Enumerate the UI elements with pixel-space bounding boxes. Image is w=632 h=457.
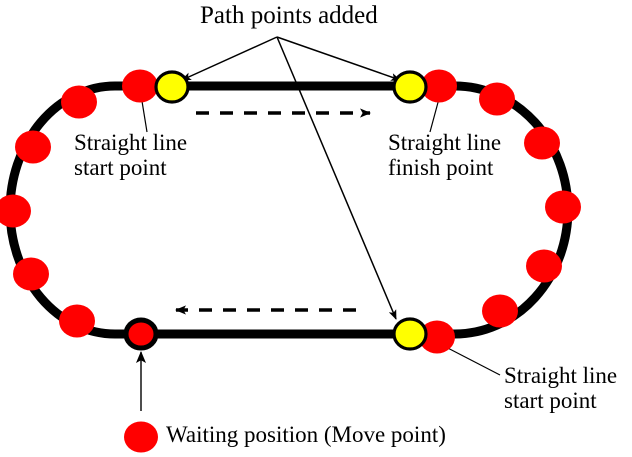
move-point-dot — [526, 249, 562, 283]
move-point-dot — [123, 317, 159, 351]
callout-to-top-left-path-point — [181, 36, 278, 81]
move-point-dot — [421, 69, 457, 103]
red-dot-icon — [124, 421, 158, 453]
move-point-dot — [122, 69, 158, 103]
track-path — [5, 81, 573, 339]
move-point-dot — [545, 190, 581, 224]
direction-arrow-group — [175, 108, 371, 315]
path-point-dot — [392, 317, 428, 351]
move-point-dot — [59, 304, 95, 338]
path-point-dot — [392, 70, 428, 104]
label-straight-line-start-point-top: Straight line start point — [74, 130, 188, 180]
move-point-dot — [61, 85, 97, 119]
move-point-dot — [419, 320, 455, 354]
move-point-dot — [13, 257, 49, 291]
legend-label: Waiting position (Move point) — [166, 422, 446, 447]
move-point-dot — [0, 194, 31, 228]
callout-to-bottom-right-path-point — [276, 36, 397, 320]
callout-arrow-group — [181, 36, 401, 320]
move-point-dot — [15, 130, 51, 164]
leader-bottom-right — [439, 343, 501, 376]
legend-marker — [124, 421, 158, 453]
callout-to-top-right-path-point — [276, 36, 401, 81]
move-point-dot — [482, 294, 518, 328]
path-point-group — [154, 70, 428, 351]
move-point-dot — [524, 126, 560, 160]
path-point-dot — [154, 70, 190, 104]
move-point-group — [0, 69, 581, 354]
move-point-dot — [479, 82, 515, 116]
label-straight-line-finish-point: Straight line finish point — [388, 130, 502, 180]
label-straight-line-start-point-bottom: Straight line start point — [504, 363, 618, 413]
page-title: Path points added — [200, 2, 378, 29]
